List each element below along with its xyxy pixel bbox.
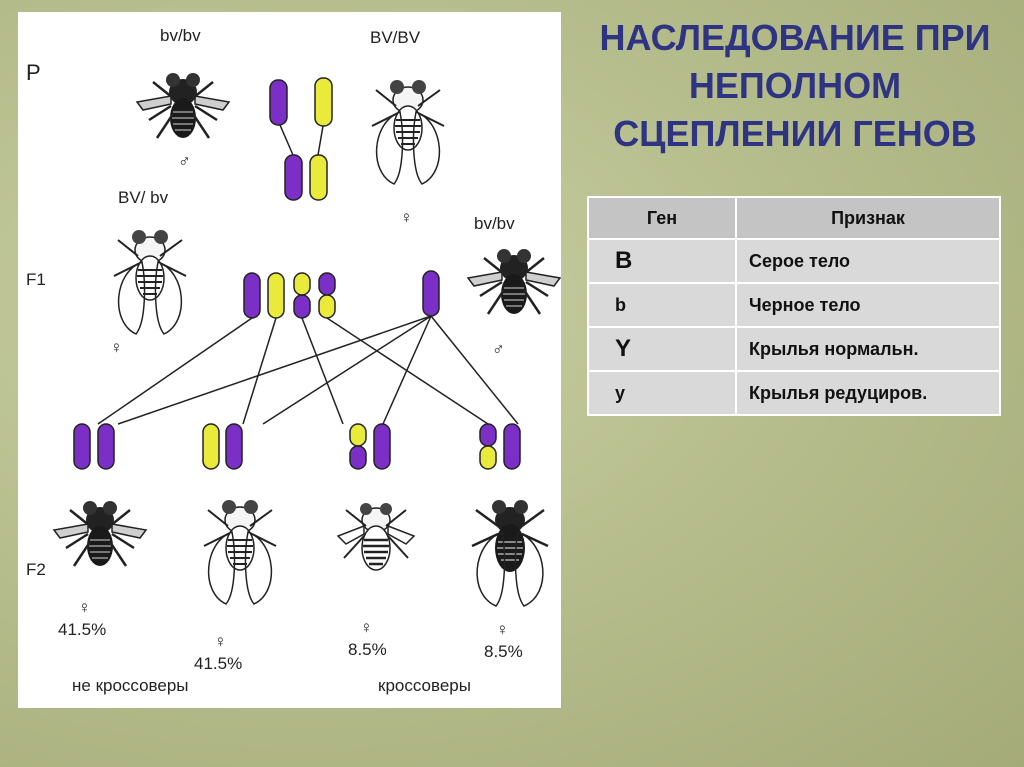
f2-fly-1: [52, 499, 148, 568]
generation-label-f2: F2: [26, 560, 46, 579]
generation-label-p: P: [26, 60, 41, 85]
title-line-2: НЕПОЛНОМ: [688, 65, 902, 106]
generation-label-f1: F1: [26, 270, 46, 289]
table-row: B Серое тело: [587, 238, 1001, 284]
f1-female-fly: [113, 229, 187, 335]
diagram-graphics: [52, 71, 561, 608]
title-line-3: СЦЕПЛЕНИИ ГЕНОВ: [613, 113, 977, 154]
female-symbol-icon: ♀: [110, 338, 123, 357]
gene-cell: y: [587, 370, 737, 416]
f2-fly-3: [336, 501, 416, 572]
female-symbol-icon: ♀: [400, 208, 413, 227]
title-line-1: НАСЛЕДОВАНИЕ ПРИ: [599, 17, 991, 58]
crossover-label: кроссоверы: [378, 676, 471, 695]
trait-cell: Черное тело: [735, 282, 1001, 328]
f1-male-genotype: bv/bv: [474, 214, 515, 233]
trait-cell: Крылья редуциров.: [735, 370, 1001, 416]
gene-cell: Y: [587, 326, 737, 372]
table-row: y Крылья редуциров.: [587, 370, 1001, 416]
trait-cell: Серое тело: [735, 238, 1001, 284]
p-female-genotype: BV/BV: [370, 28, 421, 47]
offspring-sex-2: ♀: [214, 632, 227, 651]
p-chromosomes: [269, 77, 333, 201]
p-male-fly: [135, 71, 231, 140]
cross-lines: [97, 315, 519, 425]
p-male-genotype: bv/bv: [160, 26, 201, 45]
f1-male-fly: [466, 247, 561, 316]
table-header-row: Ген Признак: [587, 196, 1001, 240]
p-female-fly: [371, 79, 445, 185]
f2-fly-4: [470, 498, 550, 608]
offspring-percent-2: 41.5%: [194, 654, 243, 673]
f1-chromosomes: [243, 270, 440, 319]
gene-trait-table: Ген Признак B Серое тело b Черное тело Y…: [587, 196, 1001, 416]
male-symbol-icon: ♂: [492, 340, 505, 359]
offspring-percent-4: 8.5%: [484, 642, 523, 661]
gene-cell: B: [587, 238, 737, 284]
trait-cell: Крылья нормальн.: [735, 326, 1001, 372]
male-symbol-icon: ♂: [178, 152, 191, 171]
f2-fly-2: [203, 499, 277, 605]
header-trait: Признак: [735, 196, 1001, 240]
f1-female-genotype: BV/ bv: [118, 188, 169, 207]
slide-title: НАСЛЕДОВАНИЕ ПРИ НЕПОЛНОМ СЦЕПЛЕНИИ ГЕНО…: [570, 14, 1020, 158]
header-gene: Ген: [587, 196, 737, 240]
offspring-percent-1: 41.5%: [58, 620, 107, 639]
offspring-percent-3: 8.5%: [348, 640, 387, 659]
table-row: b Черное тело: [587, 282, 1001, 328]
f2-chromosomes: [73, 423, 521, 470]
gene-cell: b: [587, 282, 737, 328]
offspring-sex-3: ♀: [360, 618, 373, 637]
noncrossover-label: не кроссоверы: [72, 676, 189, 695]
genetics-diagram: P F1 F2 bv/bv BV/BV BV/ bv bv/bv ♂ ♀ ♀ ♂…: [18, 12, 561, 708]
offspring-sex-4: ♀: [496, 620, 509, 639]
table-row: Y Крылья нормальн.: [587, 326, 1001, 372]
offspring-sex-1: ♀: [78, 598, 91, 617]
